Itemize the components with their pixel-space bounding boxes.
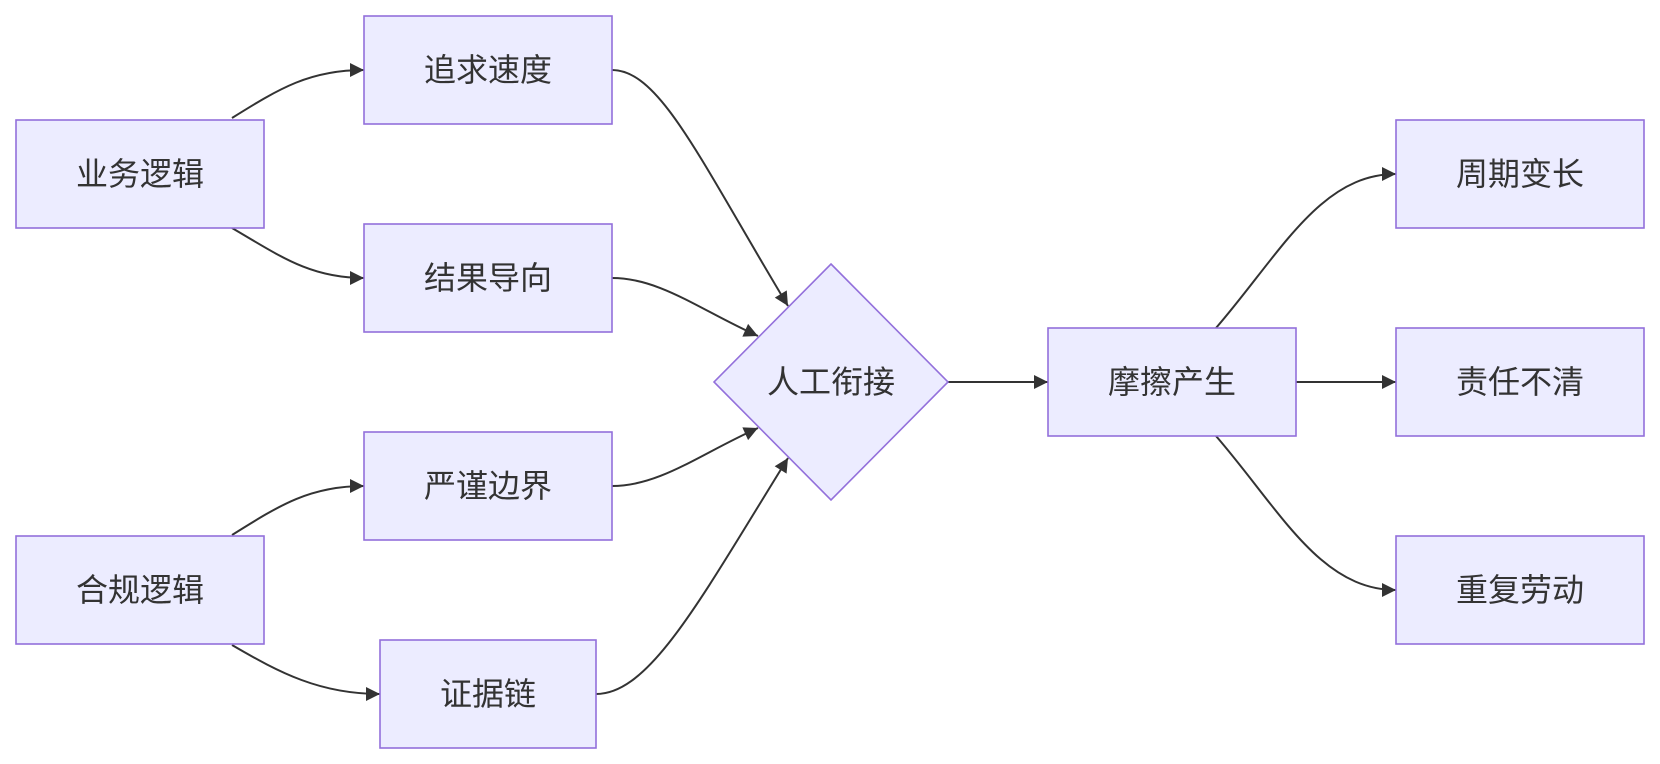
edge-business-logic-to-pursue-speed bbox=[231, 63, 365, 119]
node-strict-boundary: 严谨边界 bbox=[363, 431, 613, 541]
edge-friction-to-longer-cycle bbox=[1215, 167, 1397, 329]
node-unclear-responsibility-label: 责任不清 bbox=[1456, 363, 1584, 401]
node-longer-cycle-label: 周期变长 bbox=[1456, 155, 1584, 193]
node-result-oriented-label: 结果导向 bbox=[424, 259, 552, 297]
node-business-logic-label: 业务逻辑 bbox=[76, 155, 204, 193]
node-manual-handoff-label: 人工衔接 bbox=[767, 363, 895, 401]
node-result-oriented: 结果导向 bbox=[363, 223, 613, 333]
node-friction-label: 摩擦产生 bbox=[1108, 363, 1236, 401]
edge-friction-to-repeated-work bbox=[1215, 435, 1397, 597]
node-longer-cycle: 周期变长 bbox=[1395, 119, 1645, 229]
edge-compliance-logic-to-evidence-chain bbox=[231, 644, 381, 701]
node-repeated-work-label: 重复劳动 bbox=[1456, 571, 1584, 609]
node-pursue-speed: 追求速度 bbox=[363, 15, 613, 125]
node-compliance-logic: 合规逻辑 bbox=[15, 535, 265, 645]
node-evidence-chain-label: 证据链 bbox=[440, 675, 536, 713]
edge-strict-boundary-to-manual-handoff bbox=[611, 427, 759, 487]
node-repeated-work: 重复劳动 bbox=[1395, 535, 1645, 645]
node-business-logic: 业务逻辑 bbox=[15, 119, 265, 229]
node-pursue-speed-label: 追求速度 bbox=[424, 51, 552, 89]
edge-compliance-logic-to-strict-boundary bbox=[231, 479, 365, 536]
node-evidence-chain: 证据链 bbox=[379, 639, 597, 749]
edges bbox=[231, 63, 1397, 701]
node-compliance-logic-label: 合规逻辑 bbox=[76, 571, 204, 609]
edge-pursue-speed-to-manual-handoff bbox=[611, 69, 789, 307]
edge-business-logic-to-result-oriented bbox=[231, 227, 365, 285]
node-strict-boundary-label: 严谨边界 bbox=[424, 467, 552, 505]
node-friction: 摩擦产生 bbox=[1047, 327, 1297, 437]
node-manual-handoff: 人工衔接 bbox=[712, 262, 950, 502]
edge-result-oriented-to-manual-handoff bbox=[611, 277, 759, 337]
node-unclear-responsibility: 责任不清 bbox=[1395, 327, 1645, 437]
edge-evidence-chain-to-manual-handoff bbox=[595, 457, 789, 695]
